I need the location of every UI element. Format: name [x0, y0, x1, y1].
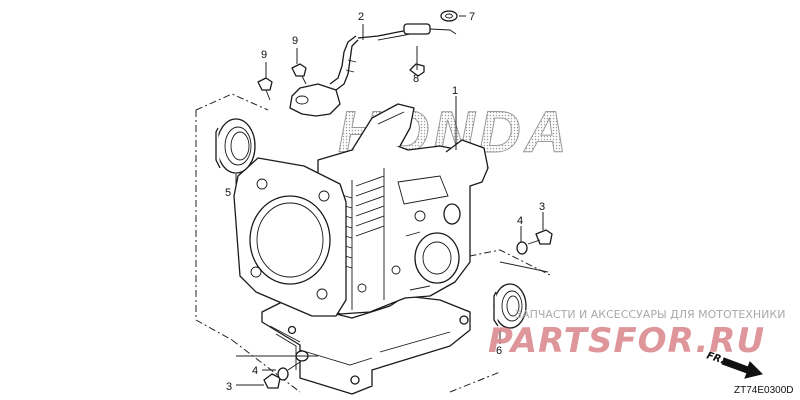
front-arrow-icon	[721, 357, 763, 379]
callout-5: 5	[225, 187, 231, 199]
watermark-logo: PARTSFOR.RU	[488, 321, 765, 361]
callout-2: 2	[358, 11, 364, 23]
callout-4-right: 4	[517, 215, 523, 227]
cylinder-face	[233, 157, 347, 317]
callout-4-bottom: 4	[252, 365, 258, 377]
diagram-code: ZT74E0300D	[734, 385, 793, 396]
callouts: 1 2 3 3 4 4 5 6 7 8 9 9	[225, 11, 545, 393]
oil-seal-right	[493, 283, 527, 329]
leader-lines	[235, 15, 549, 386]
callout-9-left: 9	[261, 49, 267, 61]
breather-tube	[289, 23, 457, 117]
callout-3-right: 3	[539, 201, 545, 213]
callout-8: 8	[413, 73, 419, 85]
callout-9-right: 9	[292, 35, 298, 47]
cylinder-block	[261, 103, 489, 395]
watermark-caption: ЗАПЧАСТИ И АКСЕССУАРЫ ДЛЯ МОТОТЕХНИКИ	[515, 308, 785, 321]
callout-6: 6	[496, 345, 502, 357]
front-marker-label: FR.	[705, 350, 726, 366]
oil-seal-left	[215, 118, 256, 174]
callout-1: 1	[452, 85, 458, 97]
callout-7: 7	[469, 11, 475, 23]
hardware	[257, 10, 553, 389]
callout-3-bottom: 3	[226, 381, 232, 393]
front-arrow: FR.	[705, 350, 763, 379]
